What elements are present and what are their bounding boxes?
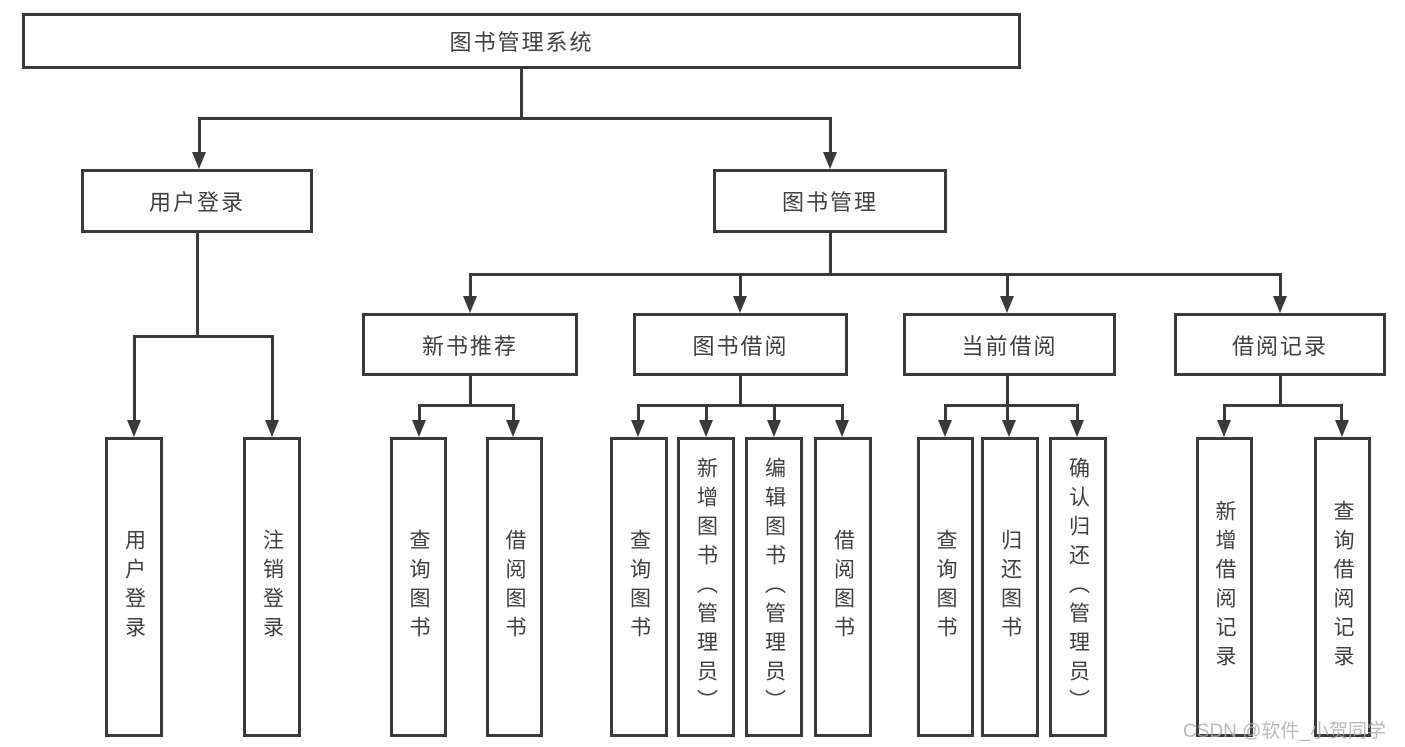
arrowhead-borrow-books-2 bbox=[835, 420, 849, 437]
arrowhead-user-login bbox=[192, 152, 206, 169]
connector-drop-edit-books-admin bbox=[773, 404, 776, 420]
connector-drop-new-book-recommend bbox=[469, 273, 472, 296]
node-current-borrow: 当前借阅 bbox=[903, 313, 1116, 376]
node-user-login: 用户登录 bbox=[81, 169, 313, 233]
connector-book-borrow-stub bbox=[739, 376, 742, 404]
connector-current-borrow-stub bbox=[1006, 376, 1009, 404]
connector-book-management-stub bbox=[829, 233, 832, 273]
leaf-query-books-1-label: 查询图书 bbox=[407, 529, 430, 645]
connector-drop-book-borrow bbox=[739, 273, 742, 296]
connector-drop-query-books-1 bbox=[418, 404, 421, 420]
connector-new-book-recommend-branch bbox=[418, 404, 515, 407]
leaf-confirm-return-admin: 确认归还（管理员） bbox=[1049, 437, 1107, 737]
arrowhead-query-books-1 bbox=[412, 420, 426, 437]
leaf-logout-label: 注销登录 bbox=[260, 529, 284, 645]
connector-drop-book-management bbox=[829, 117, 832, 152]
arrowhead-leaf-logout bbox=[265, 420, 279, 437]
connector-drop-query-books-2 bbox=[637, 404, 640, 420]
node-new-book-recommend-label: 新书推荐 bbox=[421, 333, 518, 359]
arrowhead-return-books bbox=[1002, 420, 1016, 437]
arrowhead-book-management bbox=[823, 152, 837, 169]
arrowhead-query-books-2 bbox=[631, 420, 645, 437]
leaf-query-books-2-label: 查询图书 bbox=[627, 529, 651, 645]
node-book-management: 图书管理 bbox=[713, 169, 947, 233]
leaf-borrow-books-2-label: 借阅图书 bbox=[831, 529, 855, 645]
leaf-query-borrow-record: 查询借阅记录 bbox=[1314, 437, 1371, 737]
node-root-label: 图书管理系统 bbox=[449, 30, 594, 55]
leaf-confirm-return-admin-label: 确认归还（管理员） bbox=[1066, 456, 1090, 718]
connector-root-stub bbox=[520, 68, 523, 117]
node-borrow-records-label: 借阅记录 bbox=[1231, 333, 1328, 359]
leaf-borrow-books-1: 借阅图书 bbox=[486, 437, 543, 737]
arrowhead-query-borrow-record bbox=[1335, 420, 1349, 437]
connector-drop-current-borrow bbox=[1006, 273, 1009, 296]
connector-drop-borrow-records bbox=[1279, 273, 1282, 296]
leaf-add-borrow-record-label: 新增借阅记录 bbox=[1213, 500, 1236, 674]
arrowhead-book-borrow bbox=[733, 296, 747, 313]
arrowhead-query-books-3 bbox=[938, 420, 952, 437]
connector-borrow-records-stub bbox=[1279, 376, 1282, 404]
leaf-add-borrow-record: 新增借阅记录 bbox=[1196, 437, 1253, 737]
leaf-return-books-label: 归还图书 bbox=[998, 529, 1022, 645]
connector-drop-add-borrow-record bbox=[1223, 404, 1226, 420]
leaf-query-books-1: 查询图书 bbox=[390, 437, 447, 737]
connector-new-book-recommend-stub bbox=[469, 376, 472, 404]
leaf-query-books-2: 查询图书 bbox=[610, 437, 668, 737]
arrowhead-new-book-recommend bbox=[463, 296, 477, 313]
connector-drop-borrow-books-2 bbox=[841, 404, 844, 420]
connector-drop-confirm-return bbox=[1076, 404, 1079, 420]
node-book-management-label: 图书管理 bbox=[781, 190, 878, 215]
leaf-user-login-label: 用户登录 bbox=[122, 529, 146, 645]
node-current-borrow-label: 当前借阅 bbox=[961, 333, 1058, 359]
connector-user-login-stub bbox=[196, 233, 199, 335]
node-user-login-label: 用户登录 bbox=[148, 190, 245, 215]
connector-drop-query-borrow-record bbox=[1340, 404, 1343, 420]
arrowhead-edit-books-admin bbox=[767, 420, 781, 437]
connector-current-borrow-branch bbox=[944, 404, 1079, 407]
csdn-watermark: CSDN @软件_小贺同学 bbox=[1183, 721, 1386, 742]
node-new-book-recommend: 新书推荐 bbox=[362, 313, 578, 376]
node-borrow-records: 借阅记录 bbox=[1174, 313, 1386, 376]
arrowhead-leaf-user-login bbox=[127, 420, 141, 437]
leaf-add-books-admin: 新增图书（管理员） bbox=[677, 437, 735, 737]
connector-drop-add-books-admin bbox=[705, 404, 708, 420]
node-book-borrow-label: 图书借阅 bbox=[692, 333, 789, 359]
leaf-user-login: 用户登录 bbox=[105, 437, 163, 737]
leaf-return-books: 归还图书 bbox=[981, 437, 1039, 737]
leaf-query-books-3: 查询图书 bbox=[917, 437, 974, 737]
leaf-logout: 注销登录 bbox=[243, 437, 301, 737]
connector-drop-leaf-logout bbox=[271, 335, 274, 420]
leaf-add-books-admin-label: 新增图书（管理员） bbox=[694, 456, 718, 718]
connector-drop-leaf-user-login bbox=[133, 335, 136, 420]
arrowhead-borrow-records bbox=[1273, 296, 1287, 313]
node-root: 图书管理系统 bbox=[22, 13, 1021, 69]
leaf-edit-books-admin-label: 编辑图书（管理员） bbox=[762, 456, 786, 718]
leaf-query-borrow-record-label: 查询借阅记录 bbox=[1331, 500, 1354, 674]
arrowhead-borrow-books-1 bbox=[506, 420, 520, 437]
connector-book-borrow-branch bbox=[637, 404, 844, 407]
connector-drop-query-books-3 bbox=[944, 404, 947, 420]
arrowhead-current-borrow bbox=[1000, 296, 1014, 313]
leaf-edit-books-admin: 编辑图书（管理员） bbox=[745, 437, 803, 737]
connector-book-management-branch bbox=[469, 273, 1282, 276]
arrowhead-confirm-return bbox=[1070, 420, 1084, 437]
connector-user-login-branch bbox=[133, 335, 274, 338]
connector-borrow-records-branch bbox=[1223, 404, 1343, 407]
connector-drop-return-books bbox=[1006, 404, 1009, 420]
connector-drop-borrow-books-1 bbox=[512, 404, 515, 420]
arrowhead-add-borrow-record bbox=[1217, 420, 1231, 437]
leaf-borrow-books-1-label: 借阅图书 bbox=[503, 529, 526, 645]
leaf-borrow-books-2: 借阅图书 bbox=[814, 437, 872, 737]
node-book-borrow: 图书借阅 bbox=[633, 313, 848, 376]
connector-root-branch bbox=[198, 117, 832, 120]
connector-drop-user-login bbox=[198, 117, 201, 152]
arrowhead-add-books-admin bbox=[699, 420, 713, 437]
leaf-query-books-3-label: 查询图书 bbox=[934, 529, 957, 645]
